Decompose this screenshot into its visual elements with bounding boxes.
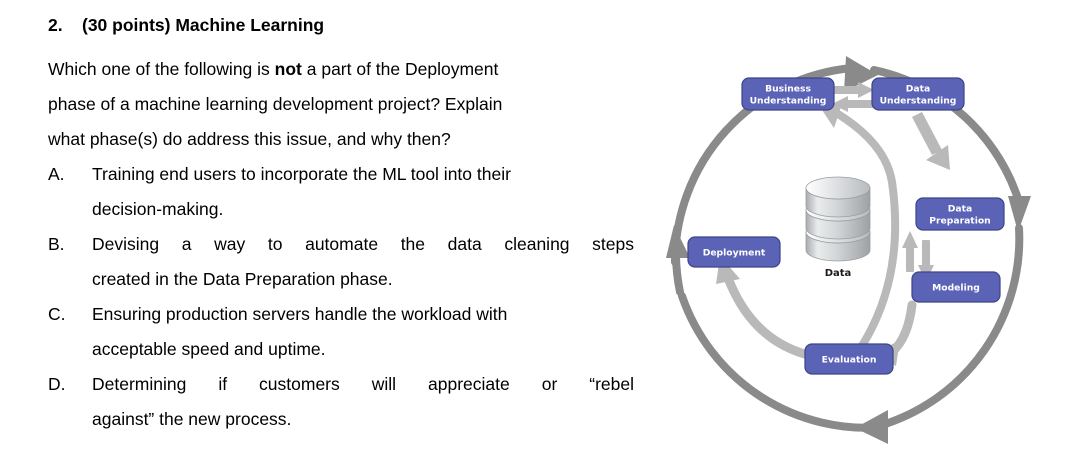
answer-option-b[interactable]: B. Devising a way to automate the data c… [0,227,660,297]
outer-ring-arc-bottom-right [878,224,1024,429]
option-letter-a: A. [48,164,65,184]
phase-label-business-understanding-line2: Understanding [750,96,827,107]
outer-ring-arrowhead-top [844,56,878,92]
arrow-modeling-to-data-preparation [902,231,918,272]
option-text-d: Determining if customers will appreciate… [92,367,644,437]
question-title: (30 points) Machine Learning [82,15,325,35]
option-c-line-2: acceptable speed and uptime. [92,339,326,359]
option-text-c: Ensuring production servers handle the w… [92,297,644,367]
phase-box-data-understanding[interactable]: Data Understanding [871,77,965,111]
phase-label-business-understanding-line1: Business [765,84,811,95]
stem-emphasis-not: not [274,59,302,79]
option-b-line-1: Devising a way to automate the data clea… [92,234,634,254]
stem-text-before-bold: Which one of the following is [48,59,275,79]
option-text-b: Devising a way to automate the data clea… [92,227,644,297]
outer-ring-arrowhead-right [1008,196,1031,232]
option-d-line-1: Determining if customers will appreciate… [92,374,634,394]
option-c-line-1: Ensuring production servers handle the w… [92,304,508,324]
option-b-line-2: created in the Data Preparation phase. [92,269,393,289]
phase-label-data-preparation-line1: Data [948,204,972,215]
option-letter-d: D. [48,374,66,394]
outer-ring-arc-top-left [671,64,856,266]
phase-label-evaluation: Evaluation [822,355,877,366]
phase-label-data-understanding-line2: Understanding [880,96,957,107]
question-heading: 2. (30 points) Machine Learning [0,12,660,38]
arrow-business-to-data-understanding [832,82,874,98]
arrow-data-understanding-to-data-preparation [912,112,950,170]
option-text-a: Training end users to incorporate the ML… [92,157,644,227]
answer-option-c[interactable]: C. Ensuring production servers handle th… [0,297,660,367]
question-stem: Which one of the following is not a part… [0,52,600,157]
question-stem-line-1: Which one of the following is not a part… [48,52,592,87]
phase-box-evaluation[interactable]: Evaluation [804,343,894,375]
phase-label-deployment: Deployment [703,248,766,259]
option-letter-c: C. [48,304,66,324]
answer-option-list: A. Training end users to incorporate the… [0,157,660,437]
crisp-dm-diagram: Data Business Understanding Data Underst… [660,0,1078,462]
phase-box-business-understanding[interactable]: Business Understanding [741,77,835,111]
database-cylinder-icon [805,176,871,262]
phase-box-modeling[interactable]: Modeling [911,271,1001,303]
stem-text-after-bold: a part of the Deployment [301,59,499,79]
option-d-line-2: against” the new process. [92,409,292,429]
question-pane: 2. (30 points) Machine Learning Which on… [0,12,660,437]
phase-box-data-preparation[interactable]: Data Preparation [915,197,1005,231]
outer-ring-arc-bottom-left [678,292,888,432]
question-stem-line-2: phase of a machine learning development … [48,94,503,114]
option-a-line-2: decision-making. [92,199,224,219]
phase-label-data-preparation-line2: Preparation [929,216,990,227]
option-letter-b: B. [48,234,65,254]
question-number: 2. [48,15,63,35]
answer-option-a[interactable]: A. Training end users to incorporate the… [0,157,660,227]
database-icon-label: Data [825,268,852,279]
phase-box-deployment[interactable]: Deployment [687,236,781,268]
phase-label-data-understanding-line1: Data [906,84,930,95]
answer-option-d[interactable]: D. Determining if customers will appreci… [0,367,660,437]
arrow-evaluation-to-deployment [716,256,813,360]
outer-ring-arc-left [672,252,684,296]
phase-label-modeling: Modeling [932,283,980,294]
question-stem-line-3: what phase(s) do address this issue, and… [48,129,451,149]
outer-ring-arrowhead-left [666,225,690,258]
option-a-line-1: Training end users to incorporate the ML… [92,164,511,184]
